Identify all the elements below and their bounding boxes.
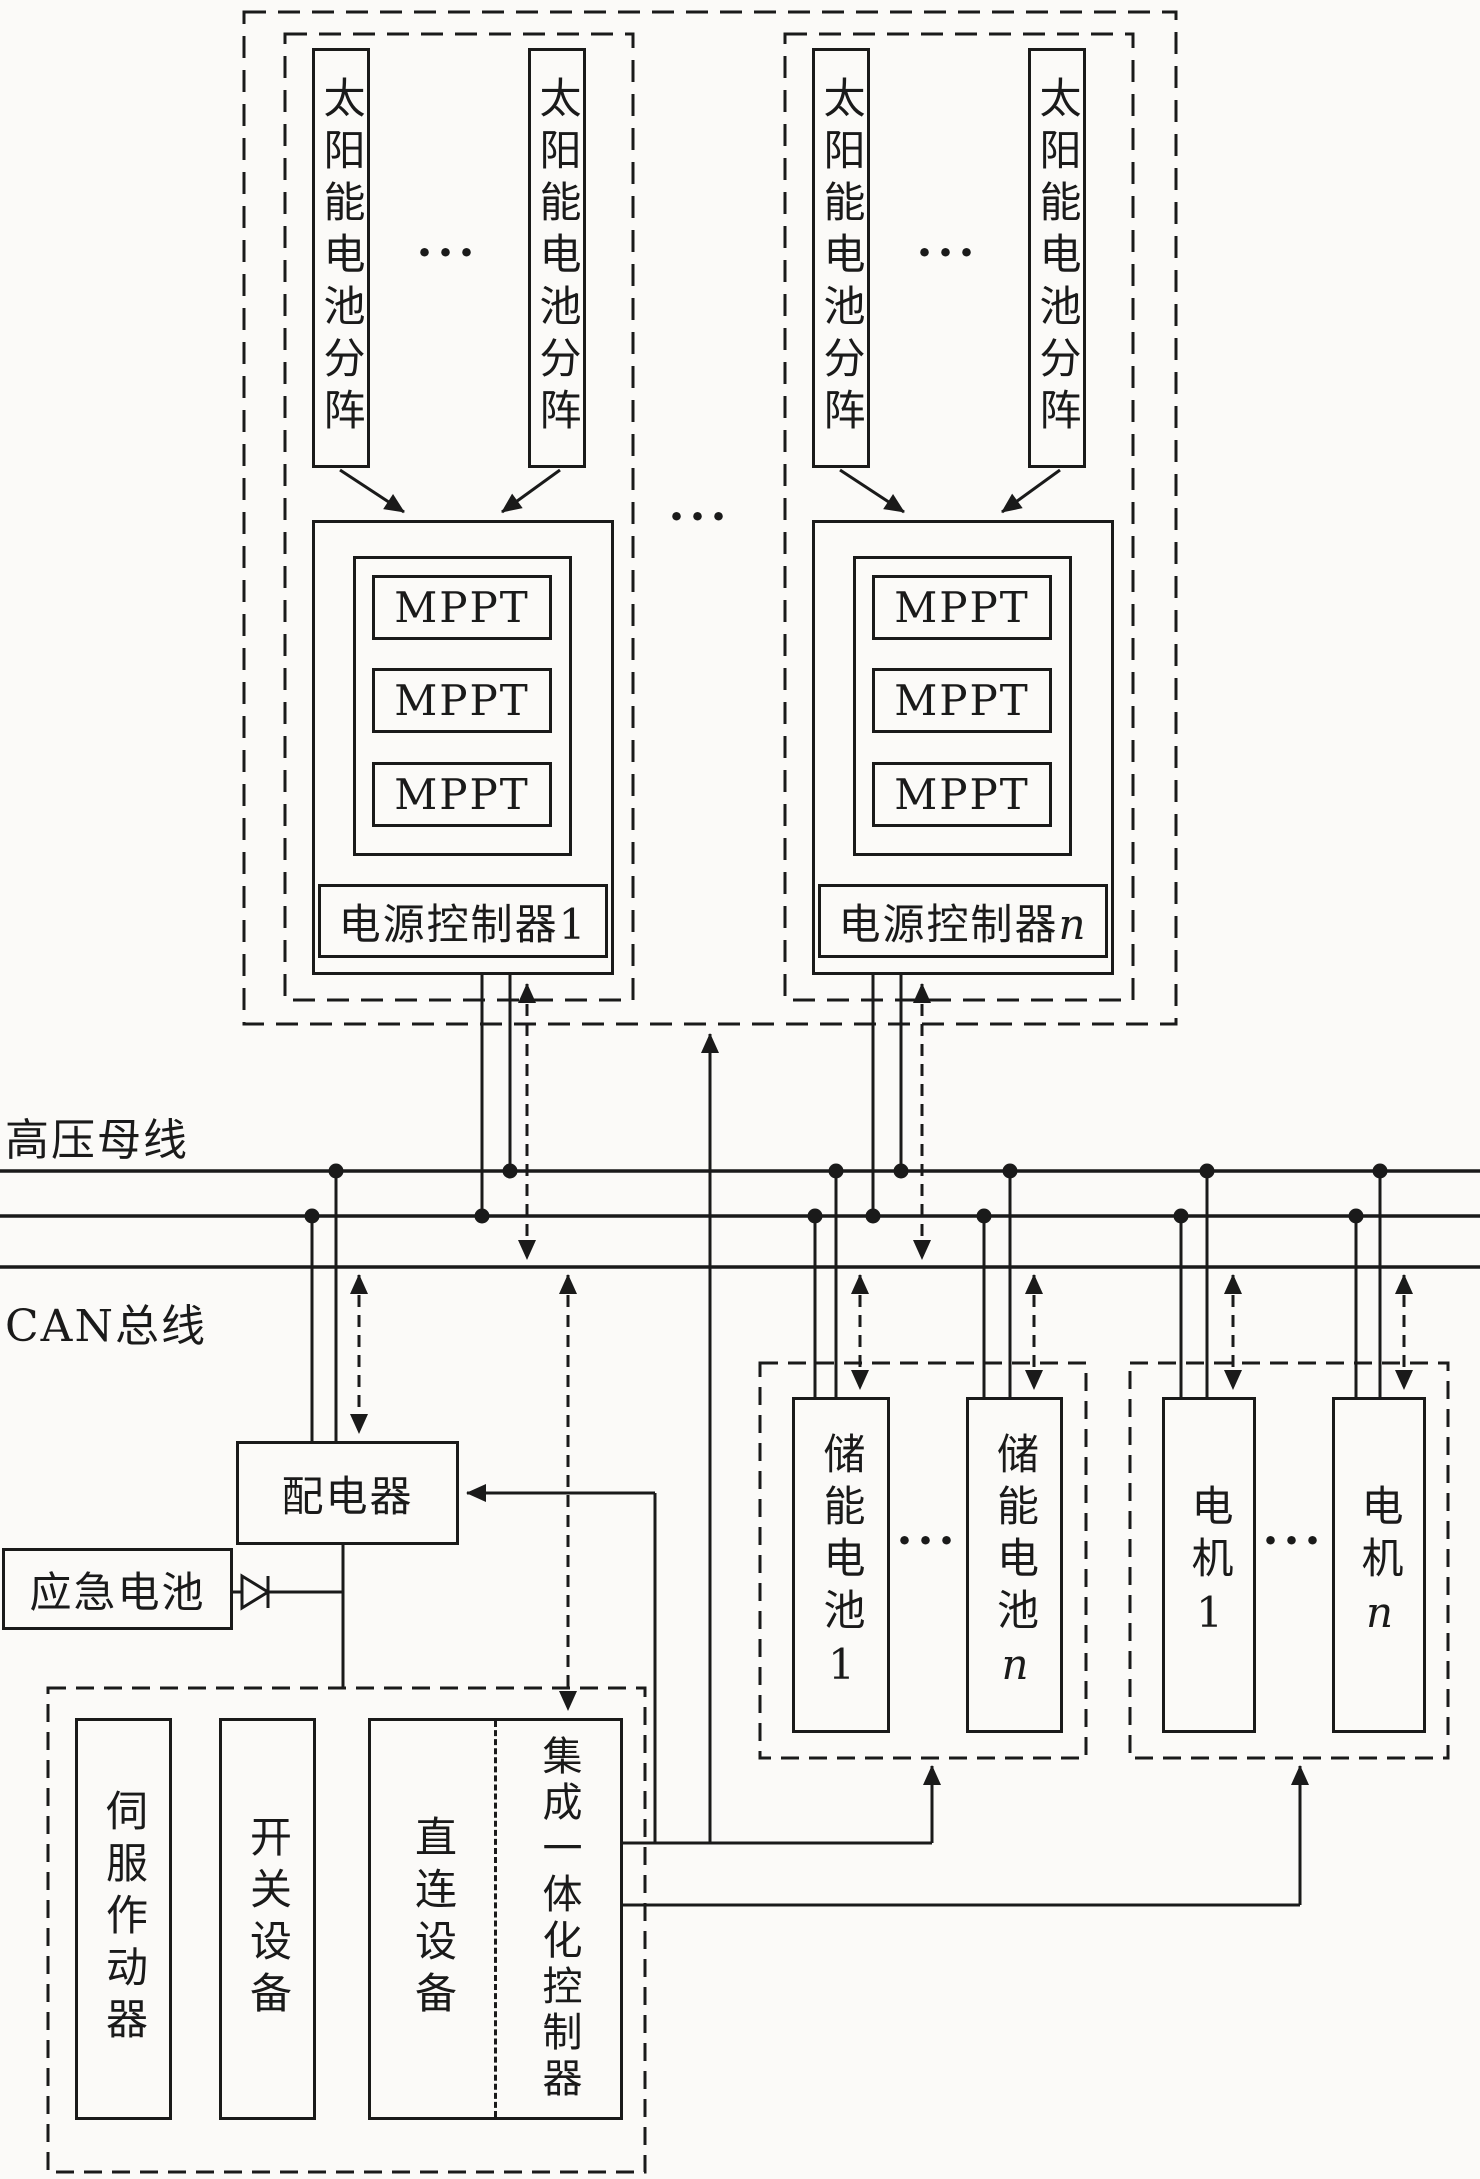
integrated-controller-cell: 集成一体化控制器 [497, 1721, 620, 2117]
motor1-box: 电机1 [1162, 1397, 1256, 1733]
storage-index: n [990, 1639, 1040, 1699]
motor-boundary [1128, 1361, 1450, 1760]
direct-device-cell: 直连设备 [371, 1721, 497, 2117]
ellipsis-arrays-group1: ··· [416, 225, 480, 279]
solar-array-box-4: 太阳能电池分阵 [1028, 48, 1086, 468]
mppt-label: MPPT [894, 676, 1030, 725]
mppt-label: MPPT [894, 583, 1030, 632]
emergency-battery-label: 应急电池 [29, 1567, 206, 1617]
storage-batteryn-label: 储能电池n [991, 1432, 1040, 1699]
storage-battery1-box: 储能电池1 [792, 1397, 890, 1733]
distributor-box: 配电器 [236, 1441, 459, 1545]
solar-array-label: 太阳能电池分阵 [317, 76, 366, 440]
ellipsis-arrays-groupn: ··· [916, 225, 980, 279]
direct-device-label: 直连设备 [408, 1815, 458, 2023]
solar-array-label: 太阳能电池分阵 [533, 76, 582, 440]
power-controllern-label: 电源控制器n [838, 891, 1087, 952]
storage-index: 1 [817, 1639, 866, 1699]
direct-and-integrated-box: 直连设备 集成一体化控制器 [368, 1718, 623, 2120]
motor-index: n [1355, 1587, 1404, 1647]
switch-equipment-label: 开关设备 [243, 1815, 293, 2023]
motor1-label: 电机1 [1185, 1484, 1234, 1647]
diode-icon [240, 1573, 271, 1611]
mppt-label: MPPT [394, 770, 530, 819]
motorn-label: 电机n [1355, 1484, 1404, 1647]
controller-prefix: 电源控制器 [838, 899, 1059, 949]
solar-array-box-1: 太阳能电池分阵 [312, 48, 370, 468]
storage-prefix: 储能电池 [990, 1431, 1040, 1640]
ellipsis-motors: ··· [1262, 1513, 1326, 1567]
power-controller1-title-box: 电源控制器1 [318, 884, 608, 958]
solar-to-controller-arrows [339, 468, 1061, 514]
mppt-label: MPPT [394, 583, 530, 632]
solar-array-label: 太阳能电池分阵 [1033, 76, 1082, 440]
load-devices-boundary [46, 1686, 647, 2174]
solar-groupn-boundary [783, 32, 1135, 1002]
servo-actuator-label: 伺服作动器 [99, 1789, 149, 2049]
solar-generation-boundary [242, 10, 1178, 1026]
solar-array-box-2: 太阳能电池分阵 [528, 48, 586, 468]
junction-dots [304, 1163, 1388, 1224]
distributor-label: 配电器 [281, 1471, 414, 1521]
ellipsis-controller-groups: ··· [668, 489, 732, 543]
mppt-label: MPPT [394, 676, 530, 725]
power-controller1-label: 电源控制器1 [339, 891, 588, 952]
solar-group1-boundary [283, 32, 635, 1002]
storage-battery1-label: 储能电池1 [817, 1432, 866, 1699]
hv-bus-label: 高压母线 [5, 1115, 189, 1166]
integrated-controller-label: 集成一体化控制器 [535, 1735, 582, 2103]
ellipsis-storage: ··· [896, 1513, 960, 1567]
mppt-box: MPPT [372, 668, 552, 733]
storage-batteryn-box: 储能电池n [966, 1397, 1063, 1733]
controller-prefix: 电源控制器 [338, 899, 559, 949]
motor-index: 1 [1185, 1587, 1234, 1647]
power-connections [233, 640, 1382, 1688]
switch-equipment-box: 开关设备 [219, 1718, 316, 2120]
storage-battery-boundary [758, 1361, 1088, 1760]
dashed-group-boundaries [46, 10, 1450, 2174]
motorn-box: 电机n [1332, 1397, 1426, 1733]
controller-index: 1 [558, 899, 588, 949]
solar-array-label: 太阳能电池分阵 [817, 76, 866, 440]
mppt-label: MPPT [894, 770, 1030, 819]
emergency-battery-box: 应急电池 [2, 1548, 233, 1630]
storage-prefix: 储能电池 [817, 1431, 866, 1640]
motor-prefix: 电机 [1185, 1483, 1234, 1588]
power-controllern-title-box: 电源控制器n [818, 884, 1108, 958]
bus-lines [0, 1169, 1480, 1269]
mppt-box: MPPT [372, 575, 552, 640]
motor-prefix: 电机 [1355, 1483, 1404, 1588]
controller-index: n [1058, 899, 1088, 949]
solar-array-box-3: 太阳能电池分阵 [812, 48, 870, 468]
can-signal-links [350, 983, 1413, 1711]
can-bus-label: CAN总线 [5, 1301, 207, 1352]
mppt-box: MPPT [872, 668, 1052, 733]
mppt-box: MPPT [872, 575, 1052, 640]
mppt-box: MPPT [872, 762, 1052, 827]
mppt-box: MPPT [372, 762, 552, 827]
servo-actuator-box: 伺服作动器 [75, 1718, 172, 2120]
